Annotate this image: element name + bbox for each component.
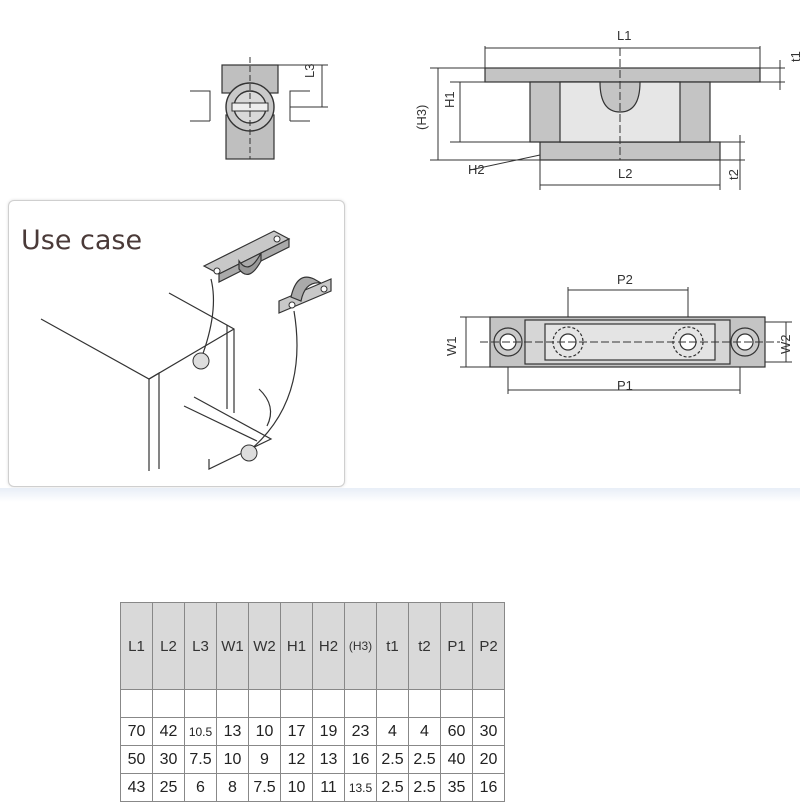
table-cell: 13: [216, 717, 249, 746]
dim-label-h1: H1: [442, 91, 457, 108]
table-row: 50 30 7.5 10 9 12 13 16 2.5 2.5 40 20: [120, 745, 505, 774]
table-cell: 16: [472, 773, 505, 802]
table-header: (H3): [344, 602, 377, 690]
dim-label-l3: L3: [302, 63, 317, 78]
table-cell: 30: [472, 717, 505, 746]
dim-label-w2: W2: [778, 334, 793, 355]
table-row: 70 42 10.5 13 10 17 19 23 4 4 60 30: [120, 717, 505, 746]
table-cell: 40: [440, 745, 473, 774]
table-cell: 42: [152, 717, 185, 746]
table-header: H2: [312, 602, 345, 690]
table-cell: 7.5: [248, 773, 281, 802]
table-header: P1: [440, 602, 473, 690]
table-cell: 7.5: [184, 745, 217, 774]
table-cell: 30: [152, 745, 185, 774]
table-header: t1: [376, 602, 409, 690]
table-row: 43 25 6 8 7.5 10 11 13.5 2.5 2.5 35 16: [120, 773, 505, 802]
dim-label-l1: L1: [617, 28, 632, 43]
table-cell: 70: [120, 717, 153, 746]
table-cell: 43: [120, 773, 153, 802]
table-cell: 9: [248, 745, 281, 774]
table-cell: 10: [216, 745, 249, 774]
table-cell: 35: [440, 773, 473, 802]
section-divider: [0, 488, 800, 502]
table-header: L1: [120, 602, 153, 690]
table-cell: 16: [344, 745, 377, 774]
table-cell: 13: [312, 745, 345, 774]
table-header-row: L1 L2 L3 W1 W2 H1 H2 (H3) t1 t2 P1 P2: [120, 602, 505, 690]
use-case-panel: Use case: [8, 200, 345, 487]
table-cell: 4: [408, 717, 441, 746]
table-cell: 2.5: [408, 745, 441, 774]
dim-label-l2: L2: [618, 166, 633, 181]
dimension-table: L1 L2 L3 W1 W2 H1 H2 (H3) t1 t2 P1 P2 70…: [120, 602, 505, 802]
dim-label-p2: P2: [617, 272, 633, 287]
table-cell: 17: [280, 717, 313, 746]
table-header: P2: [472, 602, 505, 690]
table-cell: 25: [152, 773, 185, 802]
use-case-title: Use case: [21, 225, 143, 256]
table-cell: 2.5: [376, 773, 409, 802]
dim-label-p1: P1: [617, 378, 633, 393]
table-cell: 4: [376, 717, 409, 746]
dim-label-h2: H2: [468, 162, 485, 177]
table-header: W1: [216, 602, 249, 690]
use-case-illustration: [40, 230, 332, 471]
table-spacer-row: [120, 689, 505, 718]
table-cell: 10.5: [184, 717, 217, 746]
table-cell: 20: [472, 745, 505, 774]
table-header: H1: [280, 602, 313, 690]
table-cell: 13.5: [344, 773, 377, 802]
table-header: W2: [248, 602, 281, 690]
dim-label-t2: t2: [726, 169, 741, 180]
table-header: t2: [408, 602, 441, 690]
table-cell: 10: [248, 717, 281, 746]
dim-label-h3: (H3): [414, 104, 429, 130]
table-cell: 11: [312, 773, 345, 802]
side-view-drawing: [190, 57, 328, 160]
table-cell: 10: [280, 773, 313, 802]
table-cell: 2.5: [376, 745, 409, 774]
dim-label-t1: t1: [788, 51, 800, 62]
table-cell: 8: [216, 773, 249, 802]
table-cell: 2.5: [408, 773, 441, 802]
top-view-drawing: [460, 287, 792, 394]
table-cell: 50: [120, 745, 153, 774]
table-cell: 23: [344, 717, 377, 746]
table-cell: 60: [440, 717, 473, 746]
table-header: L3: [184, 602, 217, 690]
dim-label-w1: W1: [444, 336, 459, 357]
table-cell: 6: [184, 773, 217, 802]
table-cell: 19: [312, 717, 345, 746]
table-cell: 12: [280, 745, 313, 774]
table-header: L2: [152, 602, 185, 690]
front-view-drawing: [430, 46, 785, 190]
